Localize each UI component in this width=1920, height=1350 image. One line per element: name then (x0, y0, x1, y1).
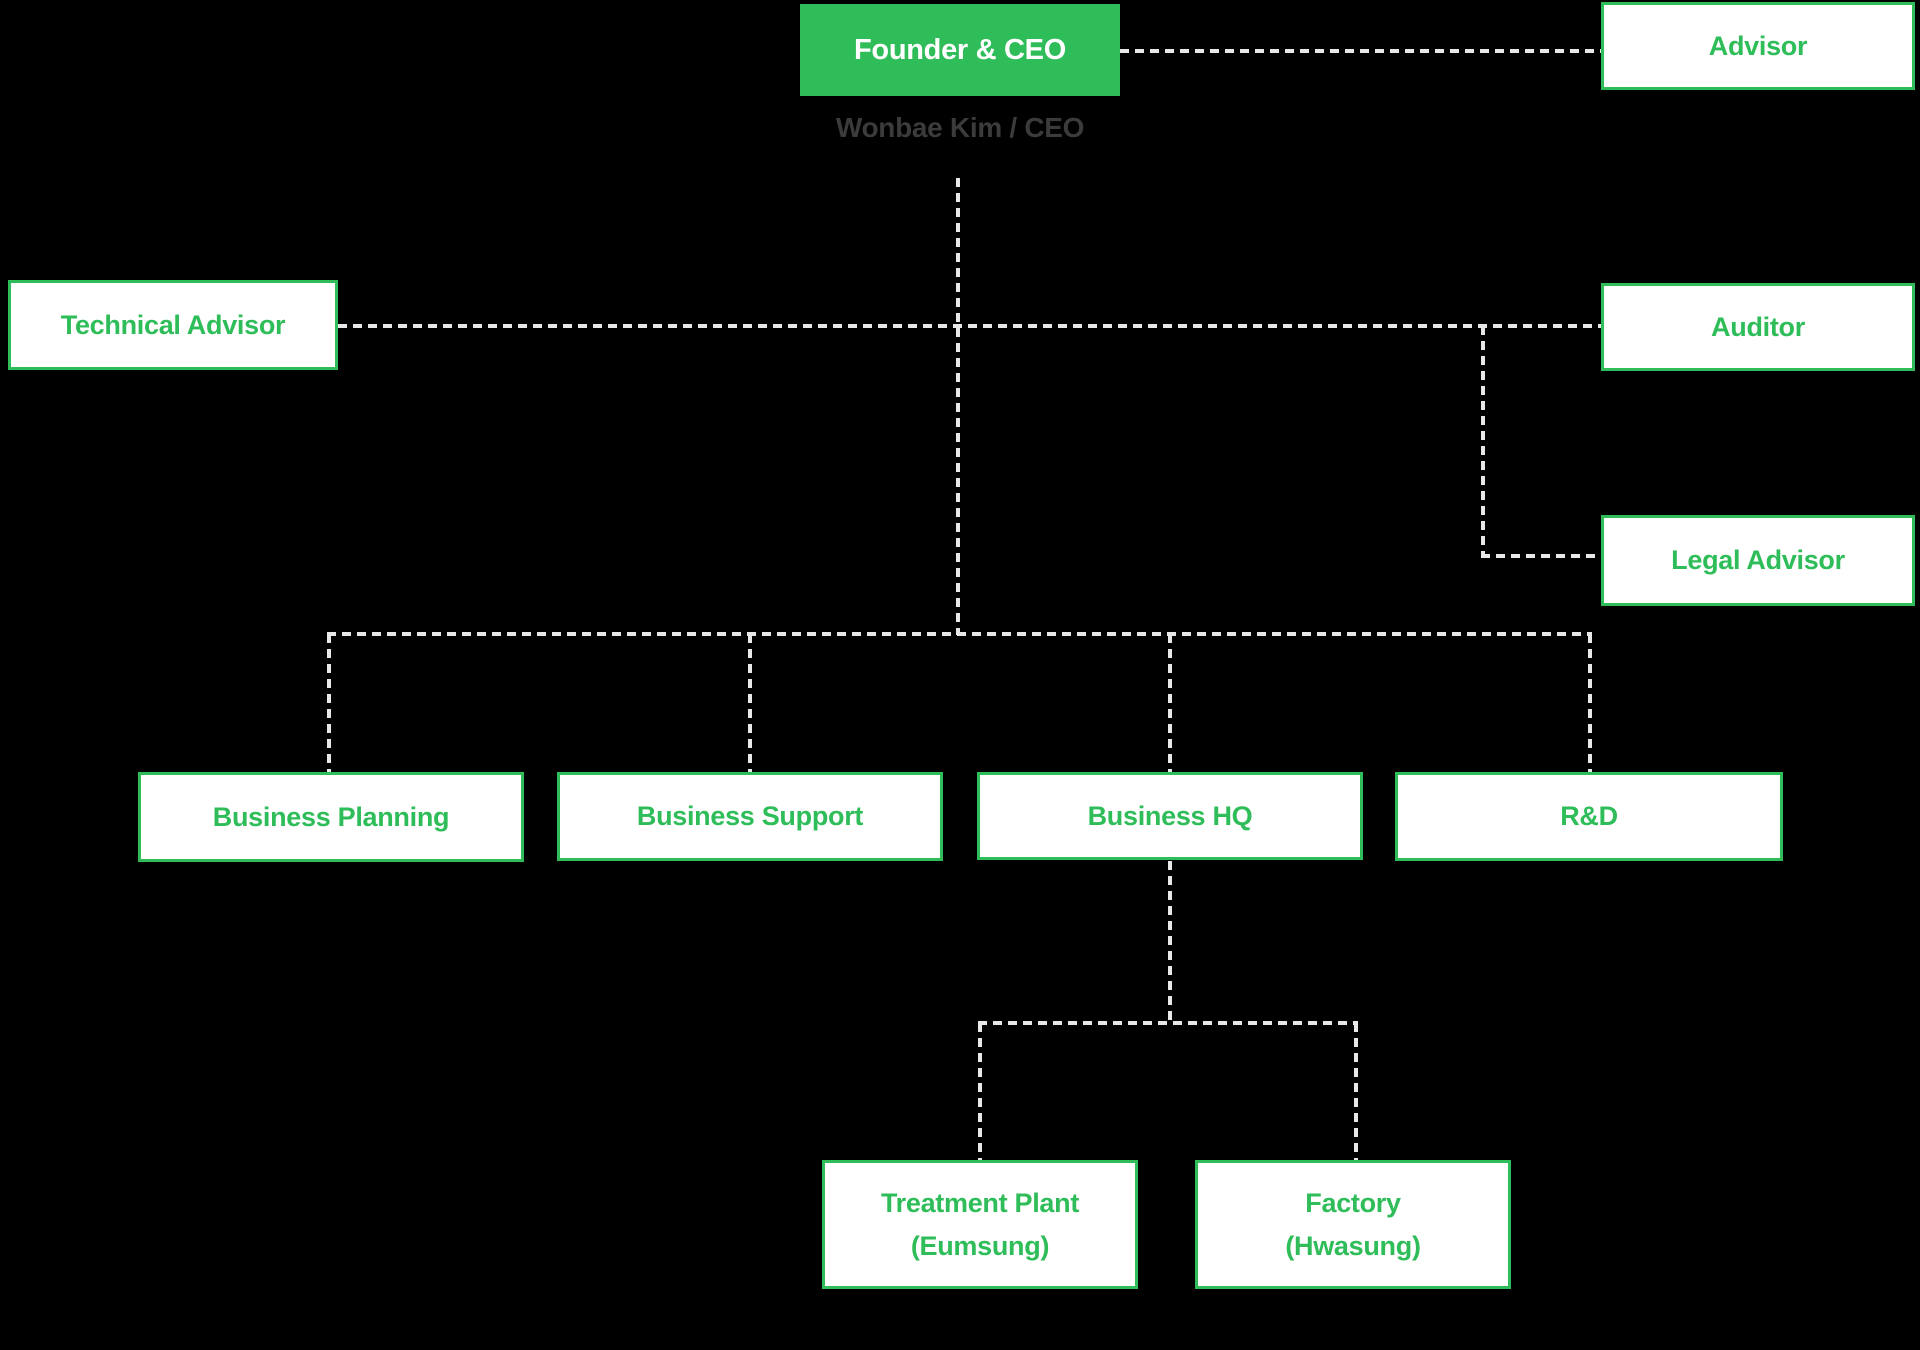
node-business-support: Business Support (557, 772, 943, 861)
node-business-support-label: Business Support (636, 801, 864, 831)
connector-drop-business-planning (327, 634, 331, 772)
node-treatment-plant-name: Treatment Plant (880, 1187, 1080, 1218)
connector-drop-business-support (748, 634, 752, 772)
node-rnd: R&D (1395, 772, 1783, 861)
node-auditor: Auditor (1601, 283, 1915, 371)
connector-drop-rnd (1588, 634, 1592, 772)
node-business-planning: Business Planning (138, 772, 524, 862)
node-technical-advisor-label: Technical Advisor (60, 309, 286, 340)
connector-drop-business-hq (1168, 634, 1172, 772)
ceo-name-subtitle: Wonbae Kim / CEO (835, 112, 1085, 143)
node-advisor-label: Advisor (1708, 30, 1808, 61)
connector-departments-bus (327, 632, 1592, 636)
node-founder-ceo: Founder & CEO (800, 4, 1120, 96)
connector-legal-elbow-horizontal (1481, 554, 1603, 558)
connector-techadvisor-auditor (338, 324, 1601, 328)
node-factory-location: (Hwasung) (1285, 1230, 1421, 1261)
node-technical-advisor: Technical Advisor (8, 280, 338, 370)
node-advisor: Advisor (1601, 2, 1915, 90)
node-legal-advisor: Legal Advisor (1601, 515, 1915, 606)
connector-ceo-advisor (1120, 49, 1601, 53)
connector-hq-vertical (1168, 861, 1172, 1023)
node-business-planning-label: Business Planning (212, 801, 450, 832)
node-business-hq: Business HQ (977, 772, 1363, 860)
node-factory-name: Factory (1305, 1187, 1401, 1218)
connector-ceo-vertical (956, 178, 960, 635)
node-founder-ceo-label: Founder & CEO (854, 33, 1066, 66)
connector-drop-factory (1354, 1023, 1358, 1160)
node-business-hq-label: Business HQ (1087, 800, 1253, 831)
connector-drop-treatment-plant (978, 1023, 982, 1160)
connector-facilities-bus (978, 1021, 1358, 1025)
node-treatment-plant-location: (Eumsung) (910, 1230, 1050, 1261)
node-auditor-label: Auditor (1711, 311, 1805, 342)
node-legal-advisor-label: Legal Advisor (1671, 545, 1845, 575)
node-rnd-label: R&D (1560, 801, 1618, 831)
node-treatment-plant: Treatment Plant (Eumsung) (822, 1160, 1138, 1289)
connector-legal-elbow-vertical (1481, 326, 1485, 556)
node-factory: Factory (Hwasung) (1195, 1160, 1511, 1289)
